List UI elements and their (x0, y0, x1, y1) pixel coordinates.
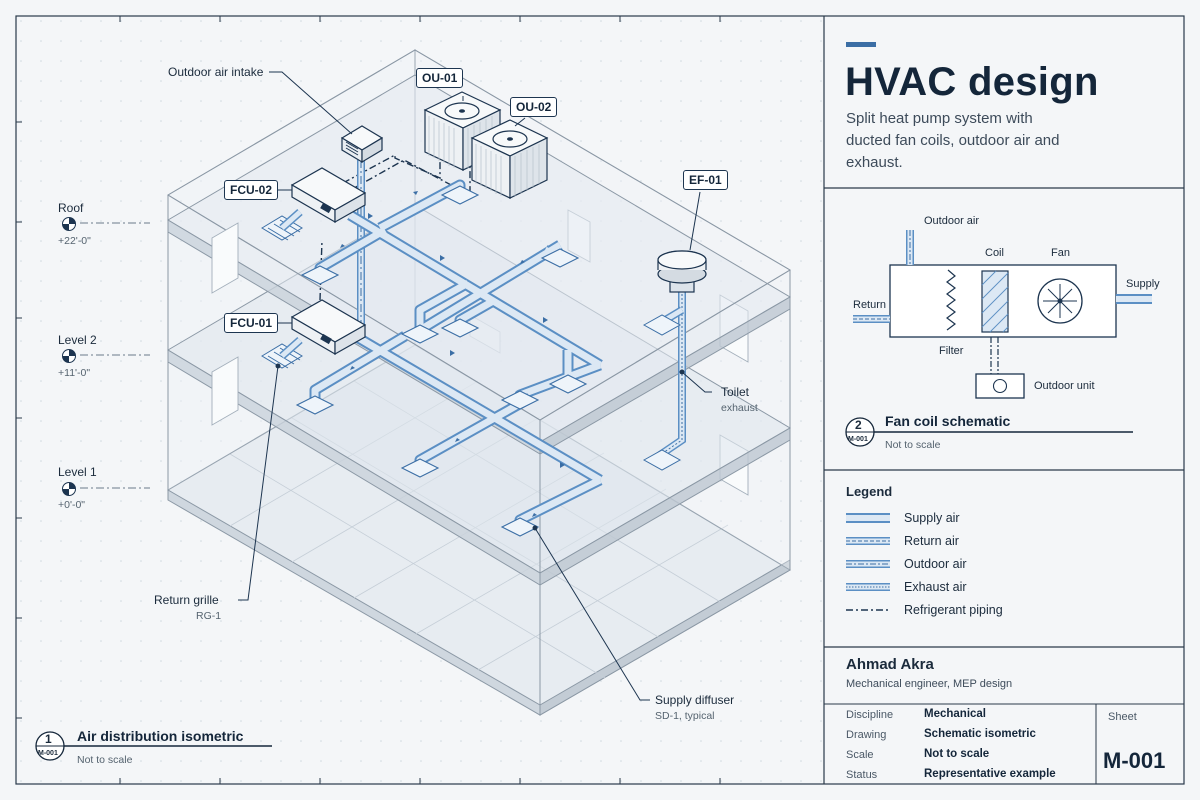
leader-lines (238, 71, 712, 701)
tb-value-drawing: Schematic isometric (924, 728, 1036, 740)
tag-ou01: OU-01 (416, 68, 464, 88)
level-name-roof: Roof (58, 201, 84, 215)
tb-value-status: Representative example (924, 768, 1056, 780)
schem-label-supply: Supply (1126, 278, 1160, 290)
schem-label-coil: Coil (985, 247, 1004, 259)
callout-return-grille-sub: RG-1 (196, 610, 222, 622)
outdoor-air-intake (340, 125, 384, 164)
tb-sheet-number: M-001 (1103, 748, 1166, 773)
iso-view-scale: Not to scale (77, 754, 133, 766)
tag-fcu02: FCU-02 (224, 180, 279, 200)
legend-item-supply: Supply air (904, 511, 960, 525)
schematic-scale: Not to scale (885, 439, 941, 451)
exhaust-fan (657, 250, 707, 293)
level-marker-icon (62, 349, 76, 363)
tb-value-discipline: Mechanical (924, 708, 986, 720)
iso-view-number: 1 (45, 732, 52, 746)
callout-outdoor-air-intake: Outdoor air intake (168, 65, 264, 79)
page-title: HVAC design (845, 60, 1099, 104)
border-ticks (16, 16, 721, 784)
level-elev-2: +11'-0" (58, 367, 91, 379)
fan-coil-fcu01 (290, 299, 367, 356)
schem-label-filter: Filter (939, 345, 964, 357)
schematic-view-number: 2 (855, 418, 862, 432)
callout-toilet-sub: exhaust (721, 402, 758, 414)
building-isometric (167, 49, 791, 716)
fan-coil-schematic (853, 230, 1152, 399)
legend-title: Legend (846, 484, 893, 499)
legend-item-return: Return air (904, 534, 959, 548)
schem-label-return: Return (853, 299, 887, 311)
level-marker-icon (62, 217, 76, 231)
return-ducts (279, 209, 303, 359)
schem-label-outdoor-unit: Outdoor unit (1034, 380, 1095, 392)
callout-toilet: Toilet (721, 385, 750, 399)
schematic-title: Fan coil schematic (885, 413, 1011, 429)
outdoor-unit-ou02 (470, 119, 549, 199)
schem-label-outdoor-air: Outdoor air (924, 215, 980, 227)
exhaust-grilles (642, 314, 682, 471)
sheet-border (15, 15, 1185, 785)
schematic-sheet-ref: M-001 (848, 436, 868, 443)
tb-sheet-label: Sheet (1108, 711, 1137, 723)
page-subtitle: Split heat pump system with ducted fan c… (846, 110, 1060, 171)
tag-fcu01: FCU-01 (224, 313, 279, 333)
flow-arrows (340, 191, 575, 517)
schem-label-fan: Fan (1051, 247, 1070, 259)
legend-item-refrigerant: Refrigerant piping (904, 603, 1003, 617)
level-elev-roof: +22'-0" (58, 235, 91, 247)
tb-key-status: Status (846, 769, 878, 781)
level-name-1: Level 1 (58, 465, 97, 479)
level-name-2: Level 2 (58, 333, 97, 347)
legend-item-outdoor: Outdoor air (904, 557, 967, 571)
tb-key-drawing: Drawing (846, 729, 887, 741)
callout-supply-diffuser-sub: SD-1, typical (655, 710, 715, 722)
level-marker-icon (62, 482, 76, 496)
designer-name: Ahmad Akra (846, 656, 934, 673)
outdoor-unit-symbol (975, 373, 1025, 399)
tb-key-scale: Scale (846, 749, 874, 761)
title-accent-bar (846, 42, 876, 47)
designer-role: Mechanical engineer, MEP design (846, 678, 1013, 690)
iso-sheet-ref: M-001 (38, 750, 58, 757)
level-markers (80, 222, 150, 489)
tag-ef01: EF-01 (683, 170, 728, 190)
tag-ou02: OU-02 (510, 97, 558, 117)
iso-view-title: Air distribution isometric (77, 728, 244, 744)
level-elev-1: +0'-0" (58, 499, 86, 511)
supply-diffusers (295, 185, 588, 537)
legend-swatches (846, 513, 890, 611)
tb-value-scale: Not to scale (924, 748, 990, 760)
filter-symbol (946, 269, 956, 331)
tb-key-discipline: Discipline (846, 709, 894, 721)
callout-supply-diffuser: Supply diffuser (655, 693, 735, 707)
legend-item-exhaust: Exhaust air (904, 580, 967, 594)
callout-return-grille: Return grille (154, 593, 219, 607)
fan-coil-fcu02 (290, 167, 367, 224)
